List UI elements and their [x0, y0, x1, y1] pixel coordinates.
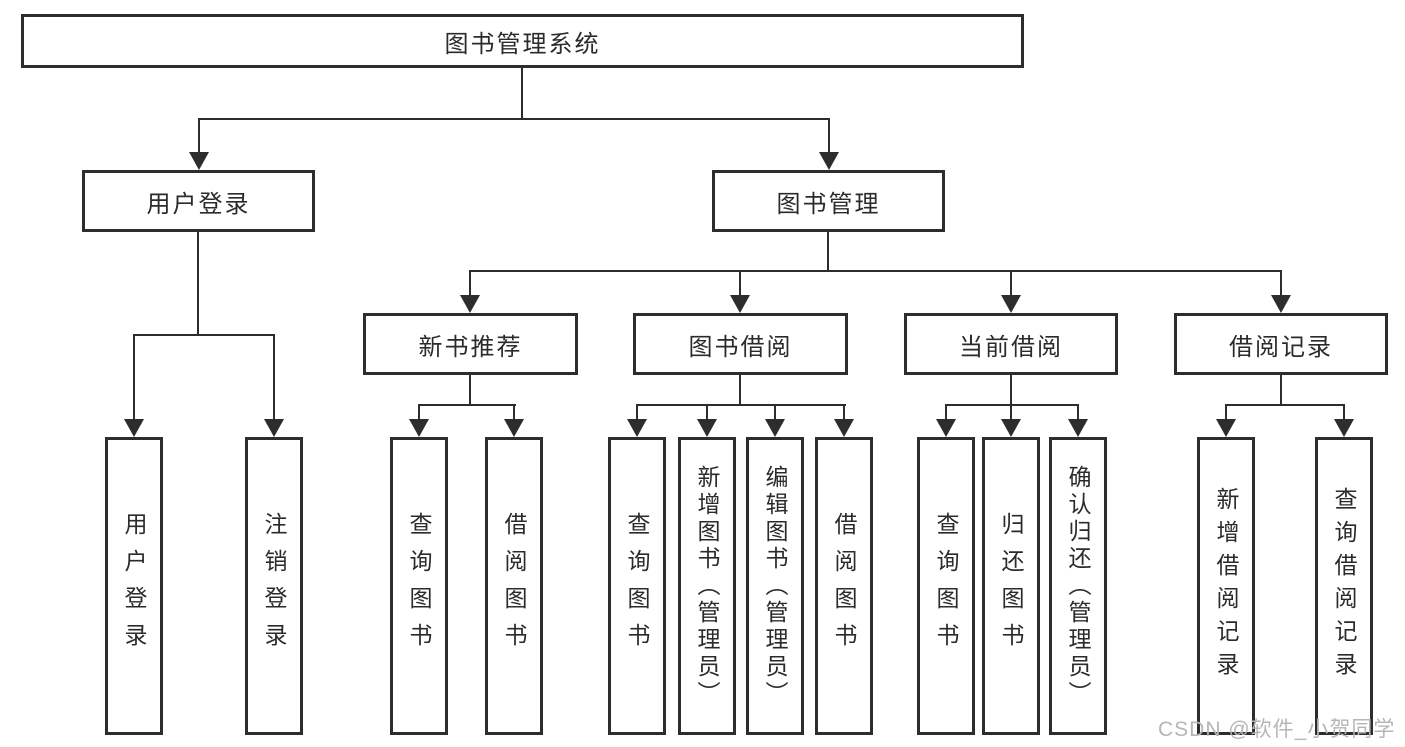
node-leaf-query-book-borrow: 查询图书 — [608, 437, 666, 735]
node-label: 查询图书 — [624, 512, 650, 660]
csdn-watermark: CSDN @软件_小贺同学 — [1158, 718, 1396, 741]
node-label: 借阅图书 — [501, 512, 527, 660]
node-leaf-return-book: 归还图书 — [982, 437, 1040, 735]
arrowhead-down-icon — [936, 419, 956, 437]
connector-current-borrow-vline — [1010, 375, 1012, 406]
node-label: 借阅图书 — [831, 512, 857, 660]
node-label: 确认归还（管理员） — [1065, 464, 1091, 708]
node-leaf-borrow-book: 借阅图书 — [815, 437, 873, 735]
node-leaf-edit-book-admin: 编辑图书（管理员） — [746, 437, 804, 735]
connector-book-borrow-rail — [636, 404, 846, 406]
node-label: 查询图书 — [406, 512, 432, 660]
node-label: 新书推荐 — [418, 333, 523, 361]
arrowhead-down-icon — [1001, 295, 1021, 313]
arrowhead-down-icon — [627, 419, 647, 437]
connector-new-book-rail — [418, 404, 516, 406]
node-label: 用户登录 — [146, 190, 251, 218]
node-label: 图书管理系统 — [444, 30, 601, 58]
node-book-borrow: 图书借阅 — [633, 313, 848, 375]
connector-book-mgmt-drop-1 — [469, 270, 471, 295]
connector-current-borrow-drop-1 — [945, 404, 947, 419]
arrowhead-down-icon — [264, 419, 284, 437]
connector-book-borrow-vline — [739, 375, 741, 406]
arrowhead-down-icon — [819, 152, 839, 170]
arrowhead-down-icon — [504, 419, 524, 437]
arrowhead-down-icon — [765, 419, 785, 437]
arrowhead-down-icon — [730, 295, 750, 313]
connector-user-login-vline — [197, 232, 199, 336]
node-label: 图书借阅 — [688, 333, 793, 361]
connector-user-login-drop-2 — [273, 334, 275, 419]
node-leaf-confirm-return-admin: 确认归还（管理员） — [1049, 437, 1107, 735]
arrowhead-down-icon — [189, 152, 209, 170]
node-label: 新增借阅记录 — [1213, 487, 1239, 685]
connector-new-book-drop-2 — [513, 404, 515, 419]
node-label: 图书管理 — [776, 190, 881, 218]
connector-book-mgmt-drop-3 — [1010, 270, 1012, 295]
node-leaf-add-borrow-record: 新增借阅记录 — [1197, 437, 1255, 735]
node-label: 新增图书（管理员） — [694, 464, 720, 708]
connector-book-mgmt-vline — [827, 232, 829, 272]
arrowhead-down-icon — [409, 419, 429, 437]
connector-user-login-drop-1 — [133, 334, 135, 419]
arrowhead-down-icon — [1271, 295, 1291, 313]
connector-borrow-record-drop-2 — [1343, 404, 1345, 419]
connector-book-mgmt-drop-4 — [1280, 270, 1282, 295]
node-label: 用户登录 — [121, 512, 147, 660]
arrowhead-down-icon — [124, 419, 144, 437]
connector-user-login-rail — [133, 334, 275, 336]
node-new-book-recommend: 新书推荐 — [363, 313, 578, 375]
node-label: 注销登录 — [261, 512, 287, 660]
connector-root-drop-right — [828, 118, 830, 152]
node-leaf-query-book-newrec: 查询图书 — [390, 437, 448, 735]
node-borrow-record: 借阅记录 — [1174, 313, 1388, 375]
connector-root-vline — [521, 68, 523, 120]
node-leaf-borrow-book-newrec: 借阅图书 — [485, 437, 543, 735]
node-leaf-add-book-admin: 新增图书（管理员） — [678, 437, 736, 735]
arrowhead-down-icon — [834, 419, 854, 437]
arrowhead-down-icon — [460, 295, 480, 313]
arrowhead-down-icon — [1334, 419, 1354, 437]
node-leaf-query-borrow-record: 查询借阅记录 — [1315, 437, 1373, 735]
connector-book-borrow-drop-1 — [636, 404, 638, 419]
node-label: 查询借阅记录 — [1331, 487, 1357, 685]
connector-book-mgmt-rail — [469, 270, 1282, 272]
node-label: 查询图书 — [933, 512, 959, 660]
connector-book-borrow-drop-4 — [843, 404, 845, 419]
connector-current-borrow-drop-2 — [1010, 404, 1012, 419]
node-label: 归还图书 — [998, 512, 1024, 660]
arrowhead-down-icon — [1216, 419, 1236, 437]
node-user-login: 用户登录 — [82, 170, 315, 232]
node-leaf-user-login: 用户登录 — [105, 437, 163, 735]
connector-new-book-drop-1 — [418, 404, 420, 419]
arrowhead-down-icon — [1001, 419, 1021, 437]
connector-root-rail — [198, 118, 830, 120]
node-library-management-system: 图书管理系统 — [21, 14, 1024, 68]
arrowhead-down-icon — [1068, 419, 1088, 437]
node-label: 当前借阅 — [959, 333, 1063, 361]
connector-current-borrow-drop-3 — [1077, 404, 1079, 419]
connector-new-book-vline — [469, 375, 471, 406]
connector-book-borrow-drop-3 — [774, 404, 776, 419]
arrowhead-down-icon — [697, 419, 717, 437]
connector-book-mgmt-drop-2 — [739, 270, 741, 295]
connector-root-drop-left — [198, 118, 200, 152]
node-book-management: 图书管理 — [712, 170, 945, 232]
node-current-borrow: 当前借阅 — [904, 313, 1118, 375]
connector-borrow-record-rail — [1225, 404, 1345, 406]
connector-current-borrow-rail — [945, 404, 1079, 406]
node-leaf-query-book-current: 查询图书 — [917, 437, 975, 735]
node-label: 借阅记录 — [1229, 333, 1333, 361]
connector-borrow-record-vline — [1280, 375, 1282, 406]
node-label: 编辑图书（管理员） — [762, 464, 788, 708]
connector-borrow-record-drop-1 — [1225, 404, 1227, 419]
node-leaf-logout: 注销登录 — [245, 437, 303, 735]
connector-book-borrow-drop-2 — [706, 404, 708, 419]
